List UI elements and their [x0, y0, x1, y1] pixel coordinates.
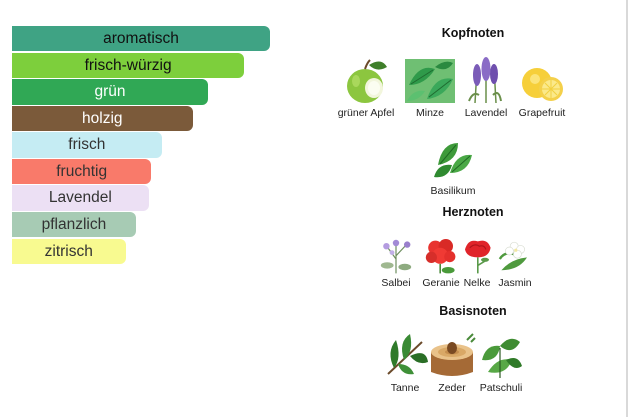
note-label: Basilikum [430, 185, 476, 197]
note-label: Nelke [463, 277, 491, 289]
accord-bar: grün [12, 79, 209, 105]
base-notes-title: Basisnoten [439, 304, 507, 318]
carnation-icon [465, 240, 491, 274]
fir-icon [387, 334, 428, 375]
note-green-apple[interactable]: grüner Apfel [329, 55, 403, 119]
fragrance-pyramid: Kopfnoten grüner Apfel Minze [320, 0, 626, 417]
note-label: grüner Apfel [337, 107, 395, 119]
sage-icon [380, 239, 412, 274]
note-fir[interactable]: Tanne [368, 330, 442, 394]
note-sage[interactable]: Salbei [359, 235, 433, 289]
note-grapefruit[interactable]: Grapefruit [505, 55, 579, 119]
accord-label: zitrisch [44, 242, 93, 260]
note-jasmine[interactable]: Jasmin [478, 235, 552, 289]
note-label: Zeder [438, 382, 466, 394]
note-carnation[interactable]: Nelke [440, 235, 514, 289]
accord-label: Lavendel [48, 189, 112, 207]
accord-bar: pflanzlich [12, 212, 136, 238]
note-label: Tanne [390, 382, 420, 394]
accord-bar: Lavendel [12, 185, 149, 211]
accord-bar: holzig [12, 105, 193, 132]
accord-bar: fruchtig [12, 158, 152, 185]
geranium-icon [425, 239, 456, 274]
page-right-border [626, 0, 628, 417]
basil-icon [434, 143, 472, 178]
accord-bar: zitrisch [12, 238, 126, 265]
note-mint[interactable]: Minze [393, 55, 467, 119]
accord-label: pflanzlich [41, 215, 107, 233]
note-label: Geranie [422, 277, 460, 289]
patchouli-icon [482, 338, 522, 378]
jasmine-icon [498, 241, 527, 271]
note-label: Jasmin [498, 277, 532, 289]
cedar-icon [431, 333, 476, 376]
accord-label: frisch-würzig [84, 56, 172, 74]
grapefruit-icon [522, 68, 563, 101]
accord-label: grün [94, 83, 126, 101]
note-lavender[interactable]: Lavendel [449, 55, 523, 119]
heart-notes-title: Herznoten [442, 205, 504, 219]
note-cedar[interactable]: Zeder [415, 330, 489, 394]
note-geranium[interactable]: Geranie [404, 235, 478, 289]
top-notes-title: Kopfnoten [441, 26, 505, 40]
mint-icon [405, 59, 455, 103]
accord-bar: frisch-würzig [12, 52, 245, 78]
accord-label: fruchtig [56, 162, 108, 180]
accord-label: aromatisch [103, 29, 179, 47]
accord-bar: aromatisch [12, 26, 270, 52]
accord-label: holzig [82, 109, 123, 127]
note-label: Lavendel [464, 107, 508, 119]
accords-chart: aromatisch frisch-würzig grün holzig fri… [12, 26, 270, 265]
green-apple-icon [347, 59, 387, 103]
note-label: Grapefruit [518, 107, 566, 119]
note-basil[interactable]: Basilikum [416, 133, 490, 197]
note-label: Minze [415, 107, 444, 119]
note-label: Salbei [381, 277, 411, 289]
note-label: Patschuli [479, 382, 523, 394]
accord-label: frisch [68, 136, 106, 154]
note-patchouli[interactable]: Patschuli [464, 330, 538, 394]
lavender-icon [468, 57, 502, 104]
accord-bar: frisch [12, 132, 162, 158]
